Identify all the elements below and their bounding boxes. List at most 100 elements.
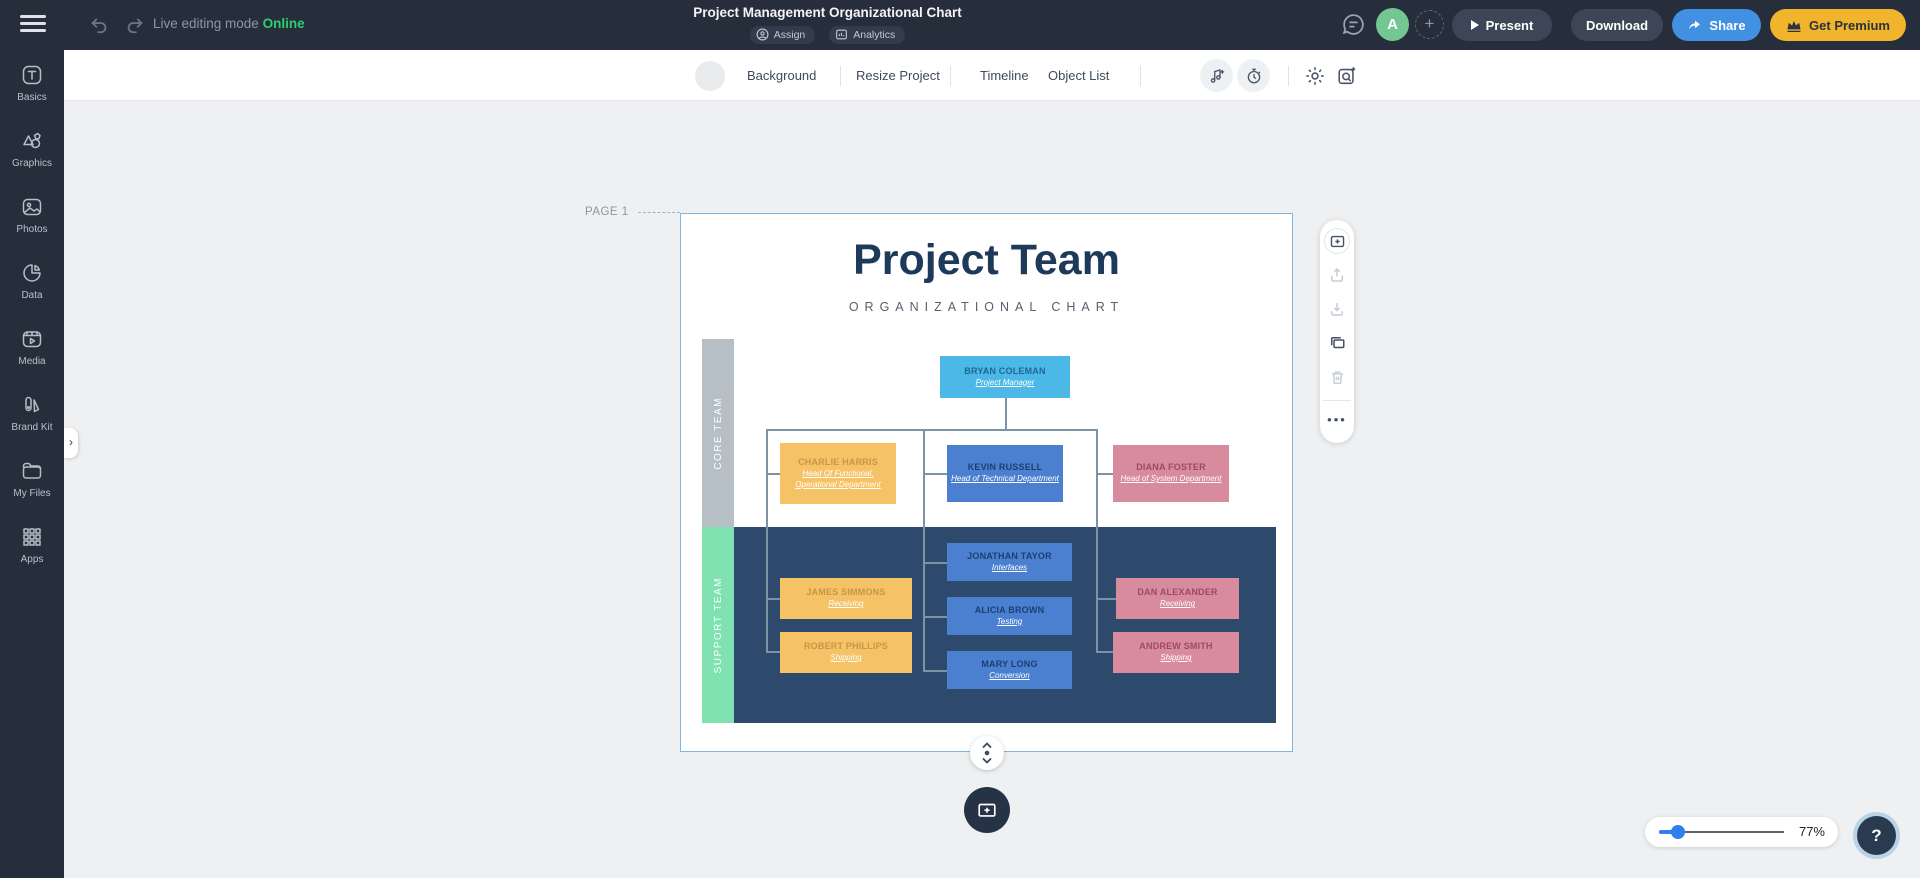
sidebar-item-my-files[interactable]: My Files (0, 446, 64, 512)
connector-line (923, 429, 925, 671)
chart-subtitle[interactable]: ORGANIZATIONAL CHART (848, 300, 1125, 314)
timeline-button[interactable]: Timeline (980, 68, 1029, 83)
org-node-james-simmons[interactable]: JAMES SIMMONS Receiving (780, 578, 912, 619)
connector-line (1005, 398, 1007, 430)
trash-icon (1331, 370, 1343, 384)
photos-image-icon (22, 198, 42, 216)
document-title: Project Management Organizational Chart (693, 5, 962, 20)
comments-icon[interactable] (1341, 12, 1366, 37)
chart-title[interactable]: Project Team (853, 236, 1120, 284)
org-node-jonathan-tayor[interactable]: JONATHAN TAYOR Interfaces (947, 543, 1072, 581)
connector-line (766, 651, 782, 653)
redo-icon[interactable] (124, 13, 146, 35)
org-node-dan-alexander[interactable]: DAN ALEXANDER Receiving (1116, 578, 1239, 619)
org-node-diana-foster[interactable]: DIANA FOSTER Head of System Department (1113, 445, 1229, 502)
delete-page-button[interactable] (1324, 364, 1350, 390)
page-resize-handle[interactable] (970, 736, 1004, 770)
apps-grid-icon (23, 528, 41, 546)
graphics-shapes-icon (23, 132, 41, 149)
zoom-slider-track[interactable] (1659, 831, 1784, 833)
live-editing-status: Live editing mode Online (153, 16, 305, 31)
sidebar-item-apps[interactable]: Apps (0, 512, 64, 578)
org-node-andrew-smith[interactable]: ANDREW SMITH Shipping (1113, 632, 1239, 673)
online-badge: Online (262, 16, 305, 31)
add-slide-icon (1330, 235, 1344, 247)
more-options-button[interactable]: ••• (1327, 412, 1347, 427)
org-node-mary-long[interactable]: MARY LONG Conversion (947, 651, 1072, 689)
connector-line (923, 473, 948, 475)
org-node-charlie-harris[interactable]: CHARLIE HARRIS Head Of Functional, Opera… (780, 443, 896, 504)
zoom-control: 77% (1645, 817, 1838, 847)
undo-icon[interactable] (88, 13, 110, 35)
org-chart[interactable]: CORE TEAM SUPPORT TEAM BRYAN COLEMAN Pro… (702, 339, 1276, 723)
sidebar-item-graphics[interactable]: Graphics (0, 116, 64, 182)
support-team-strip: SUPPORT TEAM (702, 527, 734, 723)
sidebar-item-basics[interactable]: Basics (0, 50, 64, 116)
top-bar: Live editing mode Online Project Managem… (0, 0, 1920, 50)
object-list-button[interactable]: Object List (1048, 68, 1110, 83)
present-button[interactable]: Present (1452, 9, 1552, 41)
upload-icon (1331, 267, 1343, 282)
analytics-button[interactable]: Analytics (829, 26, 906, 44)
zoom-percentage: 77% (1798, 824, 1825, 839)
preview-search-icon[interactable] (1336, 65, 1358, 87)
analytics-chart-icon (836, 29, 848, 40)
connector-line (766, 429, 1098, 431)
share-arrow-icon (1689, 20, 1701, 29)
left-sidebar: Basics Graphics Photos Data Media Brand … (0, 50, 64, 878)
resize-project-button[interactable]: Resize Project (856, 68, 940, 83)
connector-line (766, 598, 782, 600)
user-avatar[interactable]: A (1376, 8, 1409, 41)
duplicate-icon (1331, 337, 1345, 349)
sidebar-item-data[interactable]: Data (0, 248, 64, 314)
background-button[interactable]: Background (747, 68, 817, 83)
sidebar-item-brand-kit[interactable]: Brand Kit (0, 380, 64, 446)
settings-gear-icon[interactable] (1304, 65, 1326, 87)
download-page-button[interactable] (1324, 296, 1350, 322)
share-page-button[interactable] (1324, 262, 1350, 288)
toolbar-divider (1323, 400, 1351, 401)
resize-arrows-icon (982, 742, 992, 764)
share-button[interactable]: Share (1672, 9, 1761, 41)
connector-line (766, 429, 768, 653)
data-pie-icon (23, 264, 41, 282)
get-premium-button[interactable]: Get Premium (1770, 9, 1906, 41)
assign-button[interactable]: Assign (749, 26, 816, 44)
sidebar-item-photos[interactable]: Photos (0, 182, 64, 248)
sidebar-item-media[interactable]: Media (0, 314, 64, 380)
connector-line (766, 473, 782, 475)
add-audio-button[interactable] (1200, 59, 1233, 92)
zoom-slider-handle[interactable] (1671, 825, 1685, 839)
add-slide-button[interactable] (1324, 228, 1350, 254)
add-collaborator-button[interactable]: + (1415, 10, 1444, 39)
duplicate-page-button[interactable] (1324, 330, 1350, 356)
org-node-alicia-brown[interactable]: ALICIA BROWN Testing (947, 597, 1072, 635)
crown-icon (1787, 20, 1801, 32)
background-color-swatch[interactable] (695, 61, 725, 91)
media-video-icon (22, 331, 42, 348)
basics-text-icon (22, 65, 42, 85)
timer-button[interactable] (1237, 59, 1270, 92)
canvas-toolbar: Background Resize Project Timeline Objec… (64, 50, 1920, 101)
help-question-icon: ? (1857, 816, 1896, 855)
help-button[interactable]: ? (1853, 812, 1900, 859)
connector-line (1096, 651, 1114, 653)
org-node-bryan-coleman[interactable]: BRYAN COLEMAN Project Manager (940, 356, 1070, 398)
connector-line (1096, 429, 1098, 653)
add-page-icon (978, 803, 996, 817)
connector-line (1096, 598, 1117, 600)
play-icon (1470, 20, 1479, 30)
add-page-button[interactable] (964, 787, 1010, 833)
hamburger-menu-icon[interactable] (20, 15, 46, 35)
zoom-slider-fill (1659, 830, 1677, 834)
page-leader-line (638, 212, 680, 213)
stopwatch-icon (1247, 68, 1260, 83)
connector-line (923, 616, 948, 618)
connector-line (923, 562, 948, 564)
sidebar-expand-handle[interactable]: › (64, 428, 78, 458)
download-button[interactable]: Download (1571, 9, 1663, 41)
page-label: PAGE 1 (585, 206, 629, 218)
org-node-robert-phillips[interactable]: ROBERT PHILLIPS Shipping (780, 632, 912, 673)
org-node-kevin-russell[interactable]: KEVIN RUSSELL Head of Technical Departme… (947, 445, 1063, 502)
canvas-page[interactable]: Project Team ORGANIZATIONAL CHART CORE T… (680, 213, 1293, 752)
